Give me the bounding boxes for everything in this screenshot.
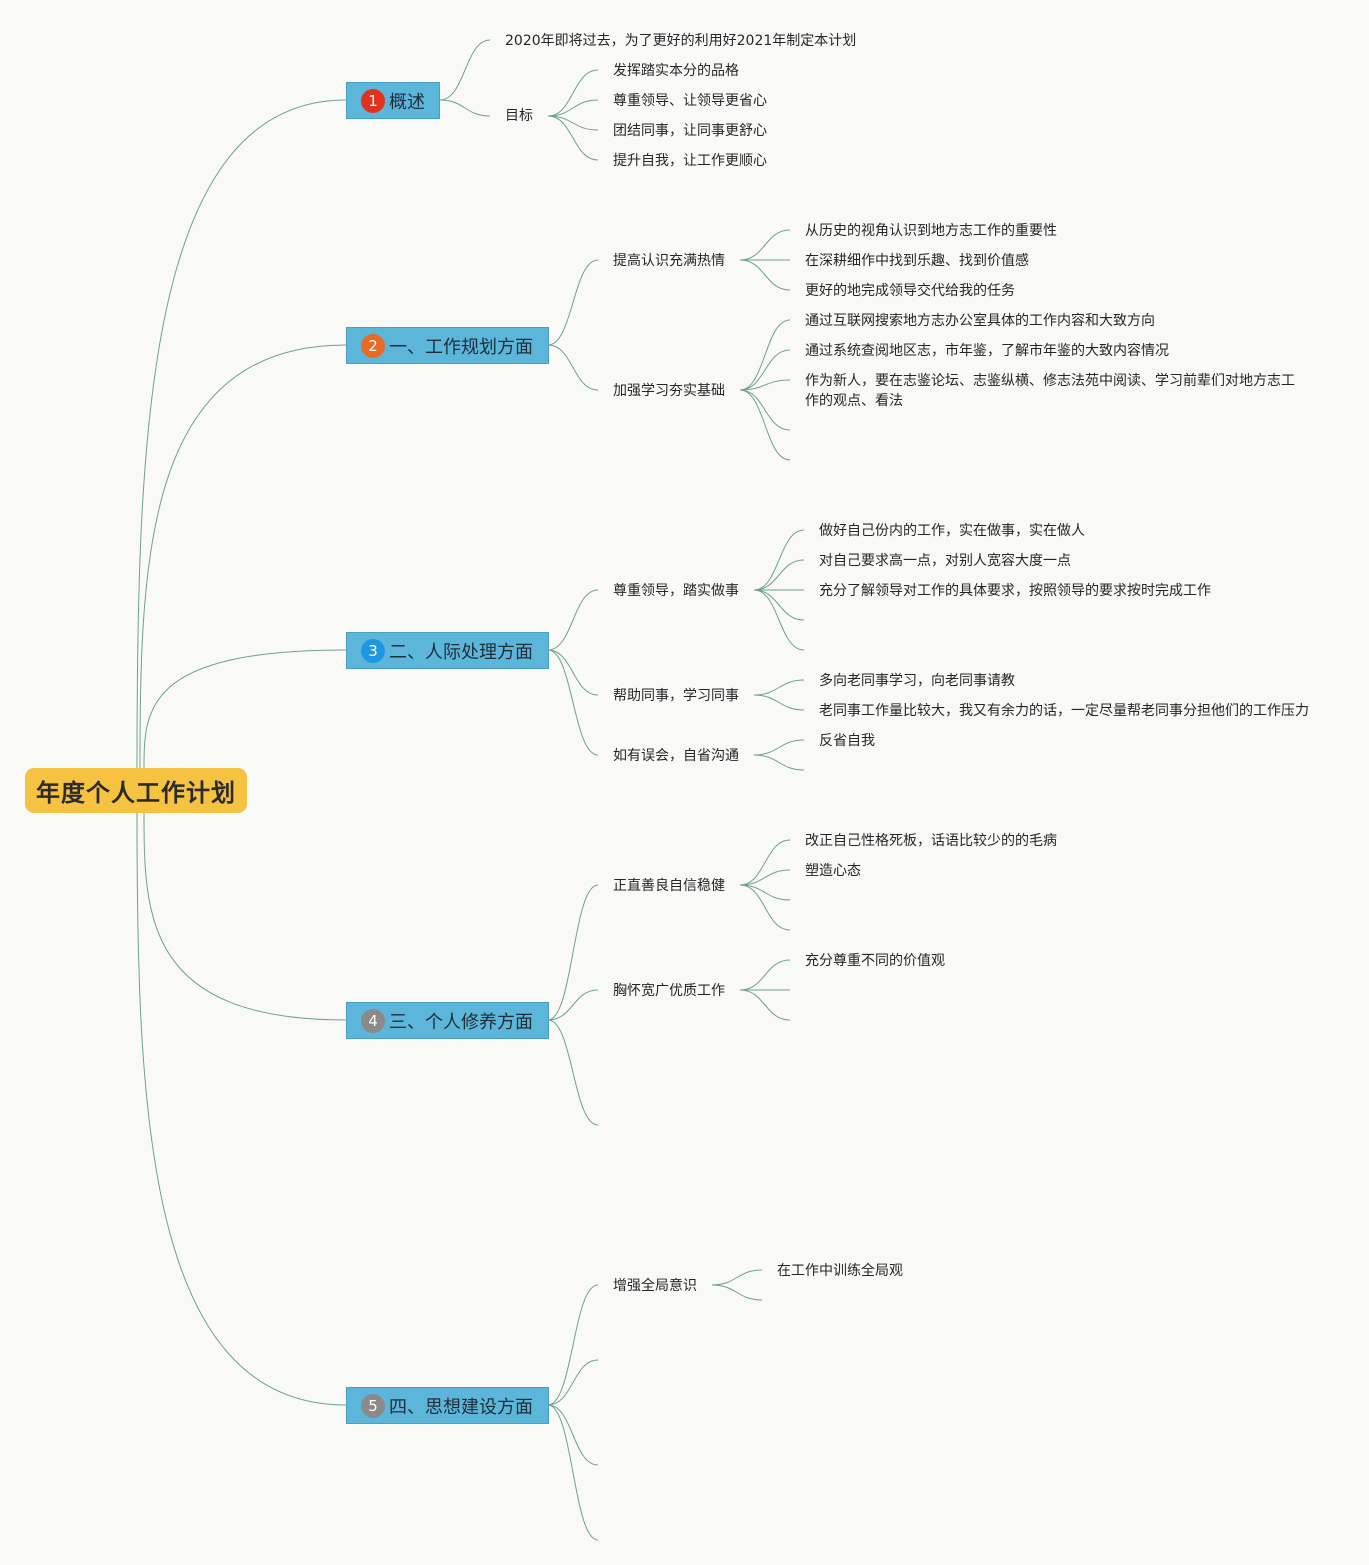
connector-line bbox=[753, 559, 805, 591]
sub-topic[interactable]: 尊重领导，踏实做事 bbox=[613, 583, 739, 599]
branch-ideology[interactable]: 5 四、思想建设方面 bbox=[346, 1387, 549, 1424]
leaf-item[interactable]: 从历史的视角认识到地方志工作的重要性 bbox=[805, 223, 1057, 239]
connector-line bbox=[547, 344, 599, 391]
branch-label: 三、个人修养方面 bbox=[389, 1011, 533, 1033]
connector-line bbox=[439, 99, 491, 117]
leaf-item[interactable]: 反省自我 bbox=[819, 733, 875, 749]
connector-line bbox=[547, 1359, 599, 1406]
connector-line bbox=[739, 319, 791, 391]
sub-goal[interactable]: 目标 bbox=[505, 108, 533, 124]
trunk-line bbox=[139, 344, 347, 769]
number-badge-1: 1 bbox=[361, 88, 385, 113]
sub-topic[interactable]: 正直善良自信稳健 bbox=[613, 878, 725, 894]
connector-line bbox=[739, 229, 791, 261]
connector-line bbox=[547, 115, 599, 161]
connector-line bbox=[547, 1404, 599, 1466]
branch-label: 概述 bbox=[389, 91, 425, 113]
number-badge-5: 5 bbox=[361, 1393, 385, 1418]
sub-topic[interactable]: 提高认识充满热情 bbox=[613, 253, 725, 269]
leaf-item[interactable]: 塑造心态 bbox=[805, 863, 861, 879]
branch-overview[interactable]: 1 概述 bbox=[346, 82, 440, 119]
leaf-item[interactable]: 做好自己份内的工作，实在做事，实在做人 bbox=[819, 523, 1085, 539]
leaf-item[interactable]: 作为新人，要在志鉴论坛、志鉴纵横、修志法苑中阅读、学习前辈们对地方志工作的观点、… bbox=[805, 373, 1295, 409]
connector-line bbox=[739, 259, 791, 291]
leaf-item[interactable]: 提升自我，让工作更顺心 bbox=[613, 153, 767, 169]
connector-line bbox=[547, 69, 599, 117]
leaf-item[interactable]: 通过互联网搜索地方志办公室具体的工作内容和大致方向 bbox=[805, 313, 1155, 329]
leaf-item[interactable]: 改正自己性格死板，话语比较少的的毛病 bbox=[805, 833, 1057, 849]
trunk-line bbox=[143, 649, 347, 769]
number-badge-4: 4 bbox=[361, 1008, 385, 1033]
leaf-item[interactable]: 尊重领导、让领导更省心 bbox=[613, 93, 767, 109]
leaf-item[interactable]: 在工作中训练全局观 bbox=[777, 1263, 903, 1279]
connector-line bbox=[739, 884, 791, 931]
connector-line bbox=[739, 349, 791, 391]
connector-line bbox=[439, 39, 491, 101]
branch-self-cultivation[interactable]: 4 三、个人修养方面 bbox=[346, 1002, 549, 1039]
sub-topic[interactable]: 增强全局意识 bbox=[613, 1278, 697, 1294]
leaf-item[interactable]: 老同事工作量比较大，我又有余力的话，一定尽量帮老同事分担他们的工作压力 bbox=[819, 703, 1309, 719]
branch-label: 二、人际处理方面 bbox=[389, 641, 533, 663]
overview-intro[interactable]: 2020年即将过去，为了更好的利用好2021年制定本计划 bbox=[505, 33, 857, 49]
connector-line bbox=[739, 379, 791, 391]
leaf-item[interactable]: 团结同事，让同事更舒心 bbox=[613, 123, 767, 139]
connector-line bbox=[547, 99, 599, 117]
connector-line bbox=[547, 649, 599, 756]
connector-line bbox=[739, 989, 791, 1021]
connector-line bbox=[753, 529, 805, 591]
branch-label: 一、工作规划方面 bbox=[389, 336, 533, 358]
connector-line bbox=[753, 589, 805, 651]
leaf-item[interactable]: 通过系统查阅地区志，市年鉴，了解市年鉴的大致内容情况 bbox=[805, 343, 1169, 359]
sub-topic[interactable]: 加强学习夯实基础 bbox=[613, 383, 725, 399]
sub-topic[interactable]: 帮助同事，学习同事 bbox=[613, 688, 739, 704]
connector-line bbox=[739, 869, 791, 886]
connector-line bbox=[753, 694, 805, 711]
connector-line bbox=[739, 959, 791, 991]
branch-work-planning[interactable]: 2 一、工作规划方面 bbox=[346, 327, 549, 364]
root-node[interactable]: 年度个人工作计划 bbox=[25, 768, 247, 813]
leaf-item[interactable]: 充分了解领导对工作的具体要求，按照领导的要求按时完成工作 bbox=[819, 583, 1211, 599]
leaf-item[interactable]: 对自己要求高一点，对别人宽容大度一点 bbox=[819, 553, 1071, 569]
connector-line bbox=[739, 389, 791, 431]
branch-label: 四、思想建设方面 bbox=[389, 1396, 533, 1418]
number-badge-2: 2 bbox=[361, 333, 385, 358]
connector-line bbox=[739, 884, 791, 901]
connector-line bbox=[547, 884, 599, 1021]
trunk-line bbox=[143, 812, 347, 1021]
connector-line bbox=[711, 1284, 763, 1301]
root-label: 年度个人工作计划 bbox=[36, 779, 236, 807]
leaf-item[interactable]: 充分尊重不同的价值观 bbox=[805, 953, 945, 969]
leaf-item[interactable]: 发挥踏实本分的品格 bbox=[613, 63, 739, 79]
branch-interpersonal[interactable]: 3 二、人际处理方面 bbox=[346, 632, 549, 669]
connector-line bbox=[739, 389, 791, 461]
connector-line bbox=[753, 589, 805, 621]
trunk-line bbox=[136, 812, 347, 1406]
number-badge-3: 3 bbox=[361, 638, 385, 663]
connector-line bbox=[547, 989, 599, 1021]
leaf-item[interactable]: 多向老同事学习，向老同事请教 bbox=[819, 673, 1015, 689]
trunk-line bbox=[136, 99, 347, 769]
connector-line bbox=[547, 589, 599, 651]
connector-line bbox=[753, 679, 805, 696]
leaf-item[interactable]: 在深耕细作中找到乐趣、找到价值感 bbox=[805, 253, 1029, 269]
connector-line bbox=[753, 754, 805, 771]
leaf-item[interactable]: 更好的地完成领导交代给我的任务 bbox=[805, 283, 1015, 299]
connector-line bbox=[711, 1269, 763, 1286]
connector-line bbox=[547, 649, 599, 696]
connector-line bbox=[547, 1404, 599, 1541]
sub-topic[interactable]: 如有误会，自省沟通 bbox=[613, 748, 739, 764]
connector-line bbox=[739, 839, 791, 886]
connector-line bbox=[547, 1019, 599, 1126]
connector-line bbox=[547, 1284, 599, 1406]
connector-line bbox=[547, 259, 599, 346]
connector-line bbox=[753, 739, 805, 756]
sub-topic[interactable]: 胸怀宽广优质工作 bbox=[613, 983, 725, 999]
connector-line bbox=[547, 115, 599, 131]
